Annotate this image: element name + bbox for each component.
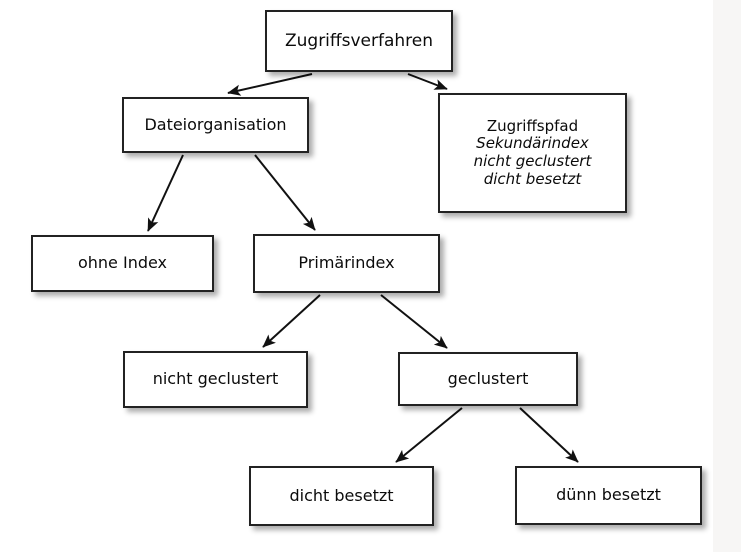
node-label-line: dünn besetzt	[556, 485, 661, 505]
node-duenn-besetzt[interactable]: dünn besetzt	[515, 466, 702, 525]
edge-dateiorganisation-to-primaerindex	[254, 154, 316, 231]
edge-geclustert-to-duenn-besetzt	[519, 407, 579, 463]
node-label-line: ohne Index	[77, 253, 168, 273]
node-label-line: nicht geclustert	[152, 369, 279, 389]
node-ohne-index[interactable]: ohne Index	[31, 235, 214, 292]
edge-geclustert-to-dicht-besetzt	[395, 407, 463, 463]
node-label-line: Zugriffspfad	[486, 116, 579, 135]
node-primaerindex[interactable]: Primärindex	[253, 234, 440, 293]
node-label-line: geclustert	[447, 368, 529, 388]
node-label-zugriffsverfahren: Zugriffsverfahren	[285, 31, 433, 51]
edge-zugriffsverfahren-to-dateiorganisation	[227, 73, 313, 96]
node-nicht-geclustert[interactable]: nicht geclustert	[123, 351, 308, 408]
node-label-geclustert: geclustert	[447, 368, 529, 389]
node-label-line: Dateiorganisation	[144, 114, 287, 134]
node-label-dateiorganisation: Dateiorganisation	[144, 114, 287, 135]
right-side-band	[713, 0, 741, 552]
edge-dateiorganisation-to-ohne-index	[147, 154, 184, 232]
edge-zugriffsverfahren-to-zugriffspfad	[407, 73, 448, 90]
edge-primaerindex-to-geclustert	[380, 294, 448, 349]
node-geclustert[interactable]: geclustert	[398, 352, 578, 406]
node-label-nicht-geclustert: nicht geclustert	[152, 369, 279, 389]
node-label-line: Primärindex	[298, 253, 395, 273]
node-dateiorganisation[interactable]: Dateiorganisation	[122, 97, 309, 153]
node-label-line: dicht besetzt	[483, 169, 582, 188]
node-label-duenn-besetzt: dünn besetzt	[556, 485, 661, 505]
node-zugriffsverfahren[interactable]: Zugriffsverfahren	[265, 10, 453, 72]
node-label-primaerindex: Primärindex	[298, 253, 395, 273]
node-label-line: Zugriffsverfahren	[284, 30, 434, 51]
node-label-dicht-besetzt: dicht besetzt	[289, 485, 394, 506]
node-label-ohne-index: ohne Index	[77, 253, 168, 273]
node-dicht-besetzt[interactable]: dicht besetzt	[249, 466, 434, 526]
edge-primaerindex-to-nicht-geclustert	[262, 294, 321, 348]
node-label-line: dicht besetzt	[289, 485, 394, 505]
node-label-line: Sekundärindex	[476, 134, 589, 153]
node-label-line: nicht geclustert	[473, 152, 592, 170]
